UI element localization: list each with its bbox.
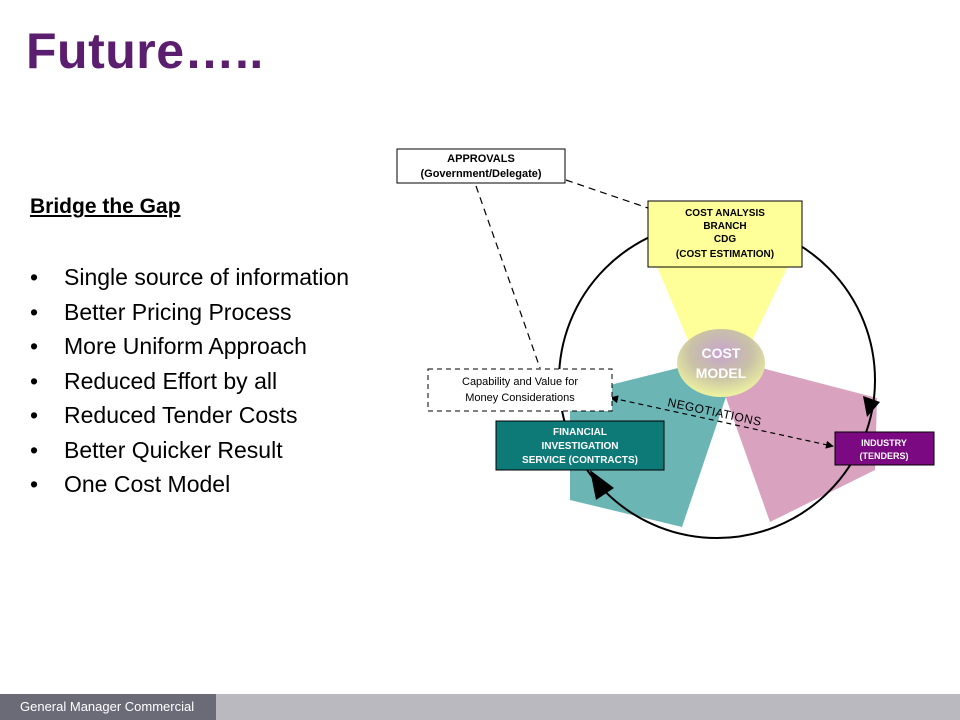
bullet-icon: • (30, 367, 39, 394)
financial-box (495, 420, 665, 471)
cost-analysis-line: (COST ESTIMATION) (676, 249, 774, 260)
bullet-icon: • (30, 471, 39, 497)
negotiations-arrow (610, 395, 834, 449)
bullet-icon: • (30, 402, 39, 428)
industry-label: (TENDERS) (860, 451, 909, 461)
cost-model-label: COST (702, 345, 741, 361)
bullet-icon: • (30, 333, 39, 359)
footer-bar: General Manager Commercial (0, 694, 960, 720)
industry-label: INDUSTRY (861, 438, 907, 448)
cycle-arrow-icon (863, 396, 880, 417)
page-title: Future….. (26, 23, 264, 79)
cycle-arrow-icon (590, 470, 614, 500)
cost-model-circle (677, 329, 765, 397)
cost-analysis-box (647, 200, 803, 268)
approvals-box (396, 148, 566, 184)
capability-box (427, 368, 613, 412)
approvals-label: APPROVALS (447, 153, 515, 165)
dashed-connector (565, 179, 649, 209)
financial-label: FINANCIAL (553, 427, 607, 438)
footer-label: General Manager Commercial (0, 694, 216, 720)
bullet-icon: • (30, 298, 39, 325)
cost-analysis-line: COST ANALYSIS (685, 208, 765, 219)
yellow-wedge (655, 262, 790, 345)
bullet-icon: • (30, 264, 39, 290)
cost-analysis-line: CDG (714, 234, 736, 245)
approvals-sub: (Government/Delegate) (420, 168, 541, 180)
subheading: Bridge the Gap (30, 195, 181, 218)
cost-analysis-line: BRANCH (703, 221, 746, 232)
cost-model-label: MODEL (696, 365, 747, 381)
industry-box (834, 431, 935, 466)
financial-label: SERVICE (CONTRACTS) (522, 455, 638, 466)
capability-label: Capability and Value for (462, 376, 578, 388)
capability-label: Money Considerations (465, 392, 575, 404)
financial-label: INVESTIGATION (541, 441, 618, 452)
dashed-connector (475, 185, 541, 369)
bullet-icon: • (30, 436, 39, 463)
